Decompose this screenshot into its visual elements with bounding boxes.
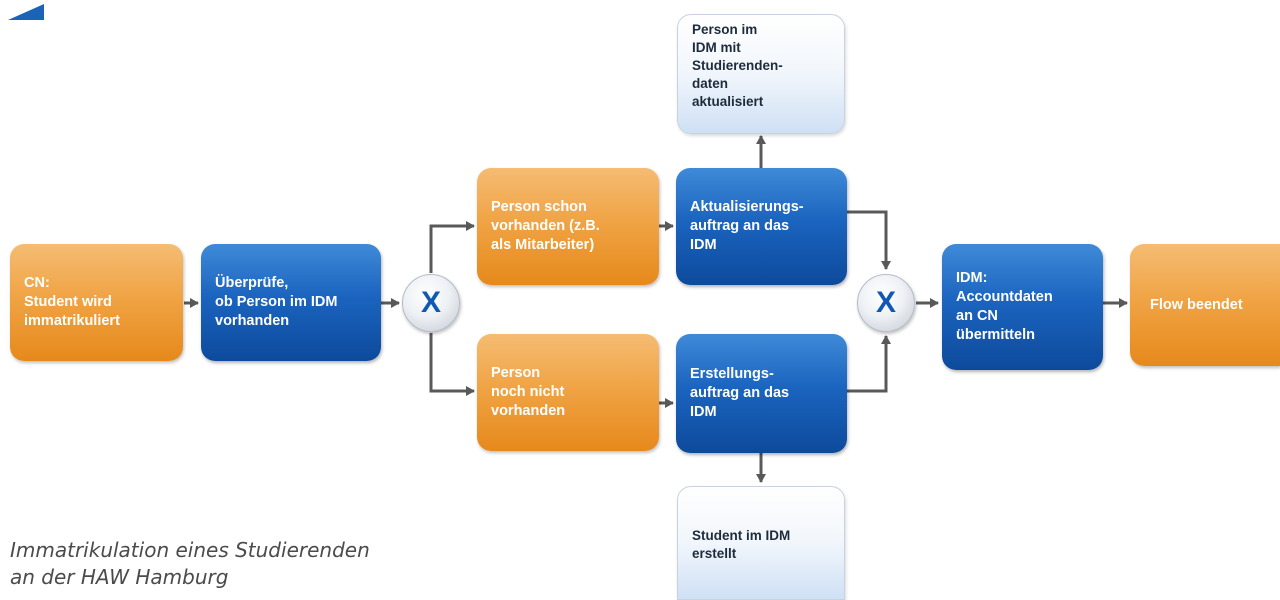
node-check-person: Überprüfe, ob Person im IDM vorhanden (201, 244, 381, 361)
corner-logo-icon (8, 4, 44, 20)
node-create-order: Erstellungs- auftrag an das IDM (676, 334, 847, 453)
arrow-create-to-merge (847, 335, 891, 393)
node-person-updated: Person im IDM mit Studierenden- daten ak… (677, 14, 845, 134)
caption-line-1: Immatrikulation eines Studierenden (10, 538, 370, 562)
node-person-not-exists: Person noch nicht vorhanden (477, 334, 659, 451)
node-person-exists: Person schon vorhanden (z.B. als Mitarbe… (477, 168, 659, 285)
arrow-split-to-exists (429, 221, 475, 273)
node-update-order: Aktualisierungs- auftrag an das IDM (676, 168, 847, 285)
node-flow-ended: Flow beendet (1130, 244, 1280, 366)
arrow-update-to-merge (847, 210, 891, 270)
diagram-caption: Immatrikulation eines Studierenden an de… (10, 537, 370, 591)
node-student-created: Student im IDM erstellt (677, 486, 845, 600)
merge-gateway-icon: X (857, 274, 915, 332)
node-cn-student-enrolled: CN: Student wird immatrikuliert (10, 244, 183, 361)
node-send-account-data: IDM: Accountdaten an CN übermitteln (942, 244, 1103, 370)
caption-line-2: an der HAW Hamburg (10, 565, 229, 589)
arrow-split-to-not-exists (429, 333, 475, 396)
split-gateway-icon: X (402, 274, 460, 332)
